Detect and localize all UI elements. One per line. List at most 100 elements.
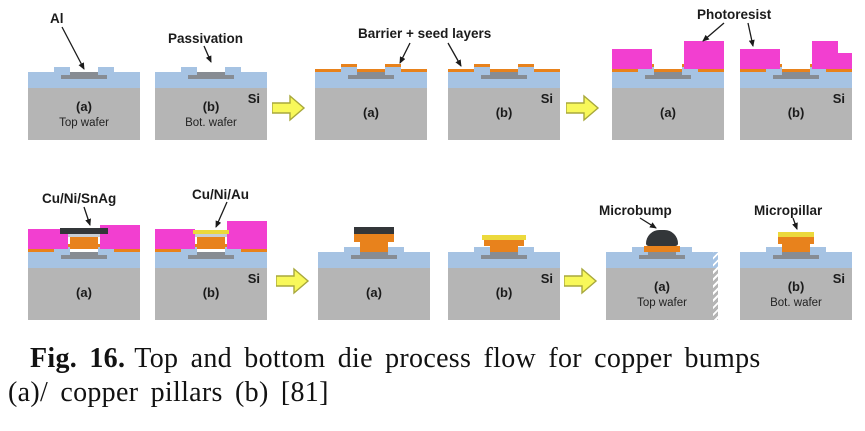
photoresist-block	[155, 229, 195, 249]
r1-panel-seed-a: (a)	[315, 40, 427, 140]
photoresist-block	[812, 41, 838, 69]
r2-panel-plated-b: (b) Si	[155, 210, 267, 320]
seed-layer-segment	[241, 249, 267, 252]
passivation-overlap	[225, 247, 241, 255]
panel-letter: (a)	[654, 279, 670, 294]
panel-caption: Bot. wafer	[770, 297, 822, 309]
r2-panel-plated-a: (a)	[28, 210, 140, 320]
passivation-overlap	[385, 67, 401, 75]
photoresist-block	[28, 229, 68, 249]
silicon-substrate	[155, 268, 267, 320]
r2-panel-bump-b: (b) Si	[448, 210, 560, 320]
panel-letter: (b)	[495, 105, 513, 120]
label-microbump: Microbump	[599, 203, 672, 218]
seed-layer-segment	[518, 64, 534, 67]
si-label: Si	[247, 271, 260, 286]
passivation-overlap	[810, 247, 826, 255]
panel-letter: (b)	[202, 99, 220, 114]
label-cu-ni-snag: Cu/Ni/SnAg	[42, 191, 117, 206]
seed-layer-segment	[341, 64, 357, 67]
passivation-overlap	[632, 247, 648, 255]
ni-layer	[68, 234, 100, 237]
passivation-overlap	[518, 67, 534, 75]
seed-layer-segment	[782, 69, 810, 72]
seed-layer-segment	[612, 69, 638, 72]
passivation-overlap	[54, 247, 70, 255]
process-step-arrow-icon	[272, 94, 306, 122]
passivation-overlap	[638, 67, 654, 75]
passivation-overlap	[98, 247, 114, 255]
al-pad	[61, 72, 107, 79]
si-label: Si	[832, 91, 845, 106]
au-cap	[482, 235, 526, 240]
seed-layer-segment	[474, 64, 490, 67]
passivation-layer	[155, 72, 267, 88]
leader-arrow-photoresist-a	[702, 22, 725, 42]
passivation-overlap	[98, 67, 114, 75]
seed-layer-segment	[740, 69, 766, 72]
ni-layer	[195, 234, 227, 237]
r2-panel-bump-a: (a)	[318, 210, 430, 320]
wafer-torn-edge	[713, 250, 720, 320]
r2-panel-microbump: (a) Top wafer	[606, 210, 720, 320]
al-pad	[481, 72, 527, 79]
al-pad	[645, 72, 691, 79]
process-step-arrow-icon	[566, 94, 600, 122]
r1-panel-top-wafer: (a) Top wafer	[28, 40, 140, 140]
seed-layer-segment	[654, 69, 682, 72]
passivation-overlap	[810, 67, 826, 75]
al-pad	[61, 252, 107, 259]
panel-letter: (b)	[787, 279, 805, 294]
silicon-substrate	[28, 268, 140, 320]
seed-layer-segment	[826, 69, 852, 72]
figure-number: Fig. 16.	[30, 343, 126, 374]
passivation-overlap	[518, 247, 534, 255]
panel-letter: (a)	[76, 99, 92, 114]
panel-caption: Top wafer	[637, 297, 687, 309]
silicon-substrate	[740, 88, 852, 140]
al-pad	[348, 72, 394, 79]
photoresist-block	[684, 41, 724, 69]
snag-cap	[60, 228, 108, 234]
al-pad	[639, 252, 685, 259]
passivation-layer	[315, 72, 427, 88]
al-pad	[351, 252, 397, 259]
seed-layer-segment	[155, 249, 181, 252]
passivation-layer	[448, 252, 560, 268]
seed-layer-segment	[315, 69, 341, 72]
r1-panel-resist-b: (b) Si	[740, 40, 852, 140]
seed-layer-segment	[401, 69, 427, 72]
cu-pillar-cap	[484, 240, 524, 246]
passivation-layer	[448, 72, 560, 88]
passivation-overlap	[181, 247, 197, 255]
passivation-layer	[612, 72, 724, 88]
silicon-substrate	[315, 88, 427, 140]
label-passivation: Passivation	[168, 31, 244, 46]
figure-caption: Fig. 16.Top and bottom die process flow …	[8, 342, 860, 410]
process-step-arrow-icon	[276, 267, 310, 295]
passivation-overlap	[682, 67, 698, 75]
seed-layer-segment	[448, 69, 474, 72]
cu-fill	[70, 237, 98, 249]
passivation-layer	[28, 252, 140, 268]
al-pad	[773, 72, 819, 79]
seed-layer-segment	[28, 249, 54, 252]
passivation-overlap	[474, 67, 490, 75]
al-pad	[773, 252, 819, 259]
passivation-overlap	[766, 247, 782, 255]
si-label: Si	[540, 271, 553, 286]
passivation-overlap	[225, 67, 241, 75]
au-cap	[778, 232, 814, 237]
seed-layer-segment	[698, 69, 724, 72]
seed-layer-segment	[490, 69, 518, 72]
seed-layer-segment	[357, 69, 385, 72]
passivation-overlap	[54, 67, 70, 75]
silicon-substrate	[448, 268, 560, 320]
passivation-layer	[318, 252, 430, 268]
silicon-substrate	[612, 88, 724, 140]
si-label: Si	[247, 91, 260, 106]
panel-caption: Top wafer	[59, 117, 109, 129]
al-pad	[188, 72, 234, 79]
label-micropillar: Micropillar	[754, 203, 823, 218]
